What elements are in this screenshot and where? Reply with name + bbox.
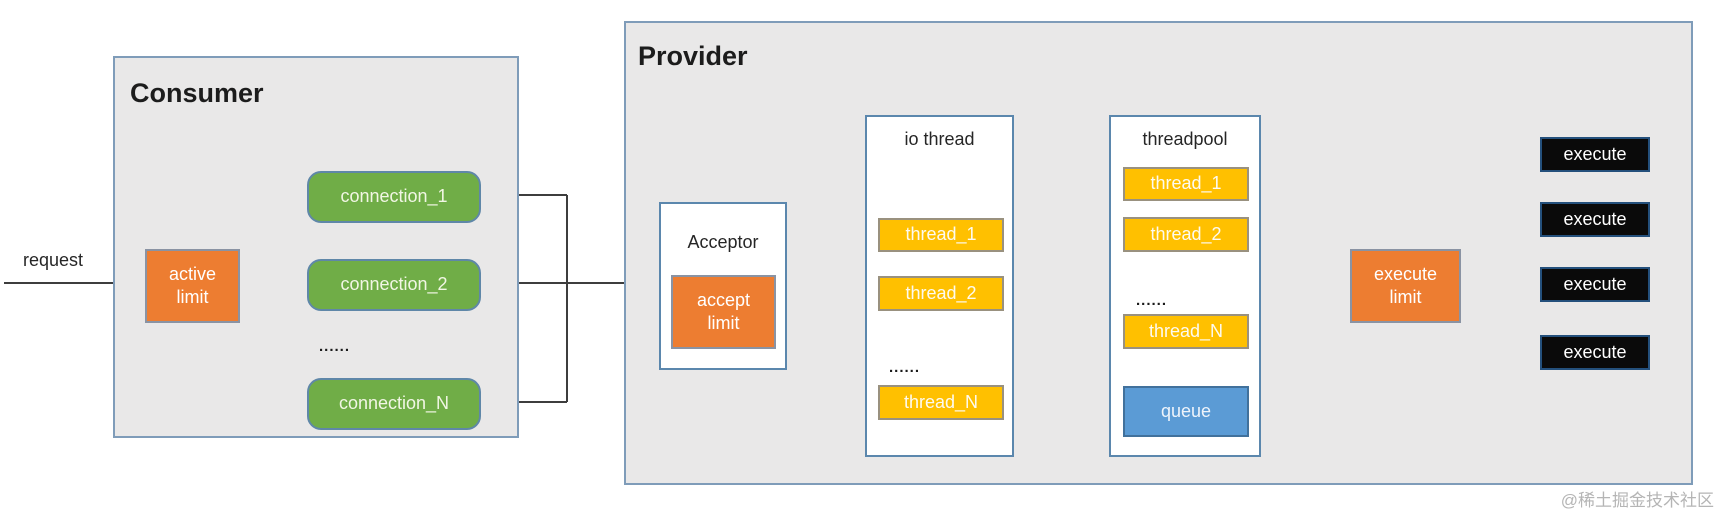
consumer-box: Consumer active limit connection_1 conne… xyxy=(113,56,519,438)
io-thread-ellipsis: ...... xyxy=(889,359,921,376)
provider-title: Provider xyxy=(638,41,748,71)
execute-label-1: execute xyxy=(1563,143,1627,164)
execute-box-4: execute xyxy=(1540,335,1650,370)
connection-1-box: connection_1 xyxy=(307,171,481,223)
io-thread-n-label: thread_N xyxy=(903,391,979,412)
threadpool-thread-n-box: thread_N xyxy=(1123,314,1249,349)
connection-1-label: connection_1 xyxy=(340,186,448,207)
queue-box: queue xyxy=(1123,386,1249,437)
threadpool-thread-2-label: thread_2 xyxy=(1150,223,1222,244)
acceptor-title: Acceptor xyxy=(687,232,759,252)
io-thread-2-box: thread_2 xyxy=(878,276,1004,311)
threadpool-ellipsis: ...... xyxy=(1136,292,1168,309)
provider-box: Provider Acceptor accept limit io thread… xyxy=(624,21,1693,485)
accept-limit-label: accept limit xyxy=(696,289,751,333)
execute-box-3: execute xyxy=(1540,267,1650,302)
threadpool-thread-2-box: thread_2 xyxy=(1123,217,1249,252)
execute-label-3: execute xyxy=(1563,273,1627,294)
execute-label-4: execute xyxy=(1563,341,1627,362)
io-thread-box: io thread thread_1 thread_2 ...... threa… xyxy=(865,115,1014,457)
execute-limit-label: execute limit xyxy=(1373,263,1438,307)
execute-box-2: execute xyxy=(1540,202,1650,237)
queue-label: queue xyxy=(1160,400,1212,421)
connection-n-box: connection_N xyxy=(307,378,481,430)
threadpool-thread-1-label: thread_1 xyxy=(1150,173,1222,194)
connection-2-label: connection_2 xyxy=(340,274,448,295)
acceptor-box: Acceptor accept limit xyxy=(659,202,787,370)
threadpool-title: threadpool xyxy=(1142,129,1228,149)
accept-limit-box: accept limit xyxy=(671,275,776,349)
consumer-title: Consumer xyxy=(130,78,264,108)
watermark: @稀土掘金技术社区 xyxy=(1560,491,1714,510)
active-limit-label: active limit xyxy=(168,263,217,307)
execute-limit-box: execute limit xyxy=(1350,249,1461,323)
request-label: request xyxy=(22,250,84,270)
io-thread-1-box: thread_1 xyxy=(878,218,1004,252)
execute-box-1: execute xyxy=(1540,137,1650,172)
io-thread-title: io thread xyxy=(904,129,975,149)
connection-2-box: connection_2 xyxy=(307,259,481,311)
connection-n-label: connection_N xyxy=(338,393,450,414)
threadpool-thread-n-label: thread_N xyxy=(1148,320,1224,341)
execute-label-2: execute xyxy=(1563,208,1627,229)
io-thread-n-box: thread_N xyxy=(878,385,1004,420)
active-limit-box: active limit xyxy=(145,249,240,323)
io-thread-2-label: thread_2 xyxy=(905,282,977,303)
threadpool-box: threadpool thread_1 thread_2 ...... thre… xyxy=(1109,115,1261,457)
threadpool-thread-1-box: thread_1 xyxy=(1123,167,1249,201)
io-thread-1-label: thread_1 xyxy=(905,224,977,245)
consumer-ellipsis: ...... xyxy=(319,338,351,355)
